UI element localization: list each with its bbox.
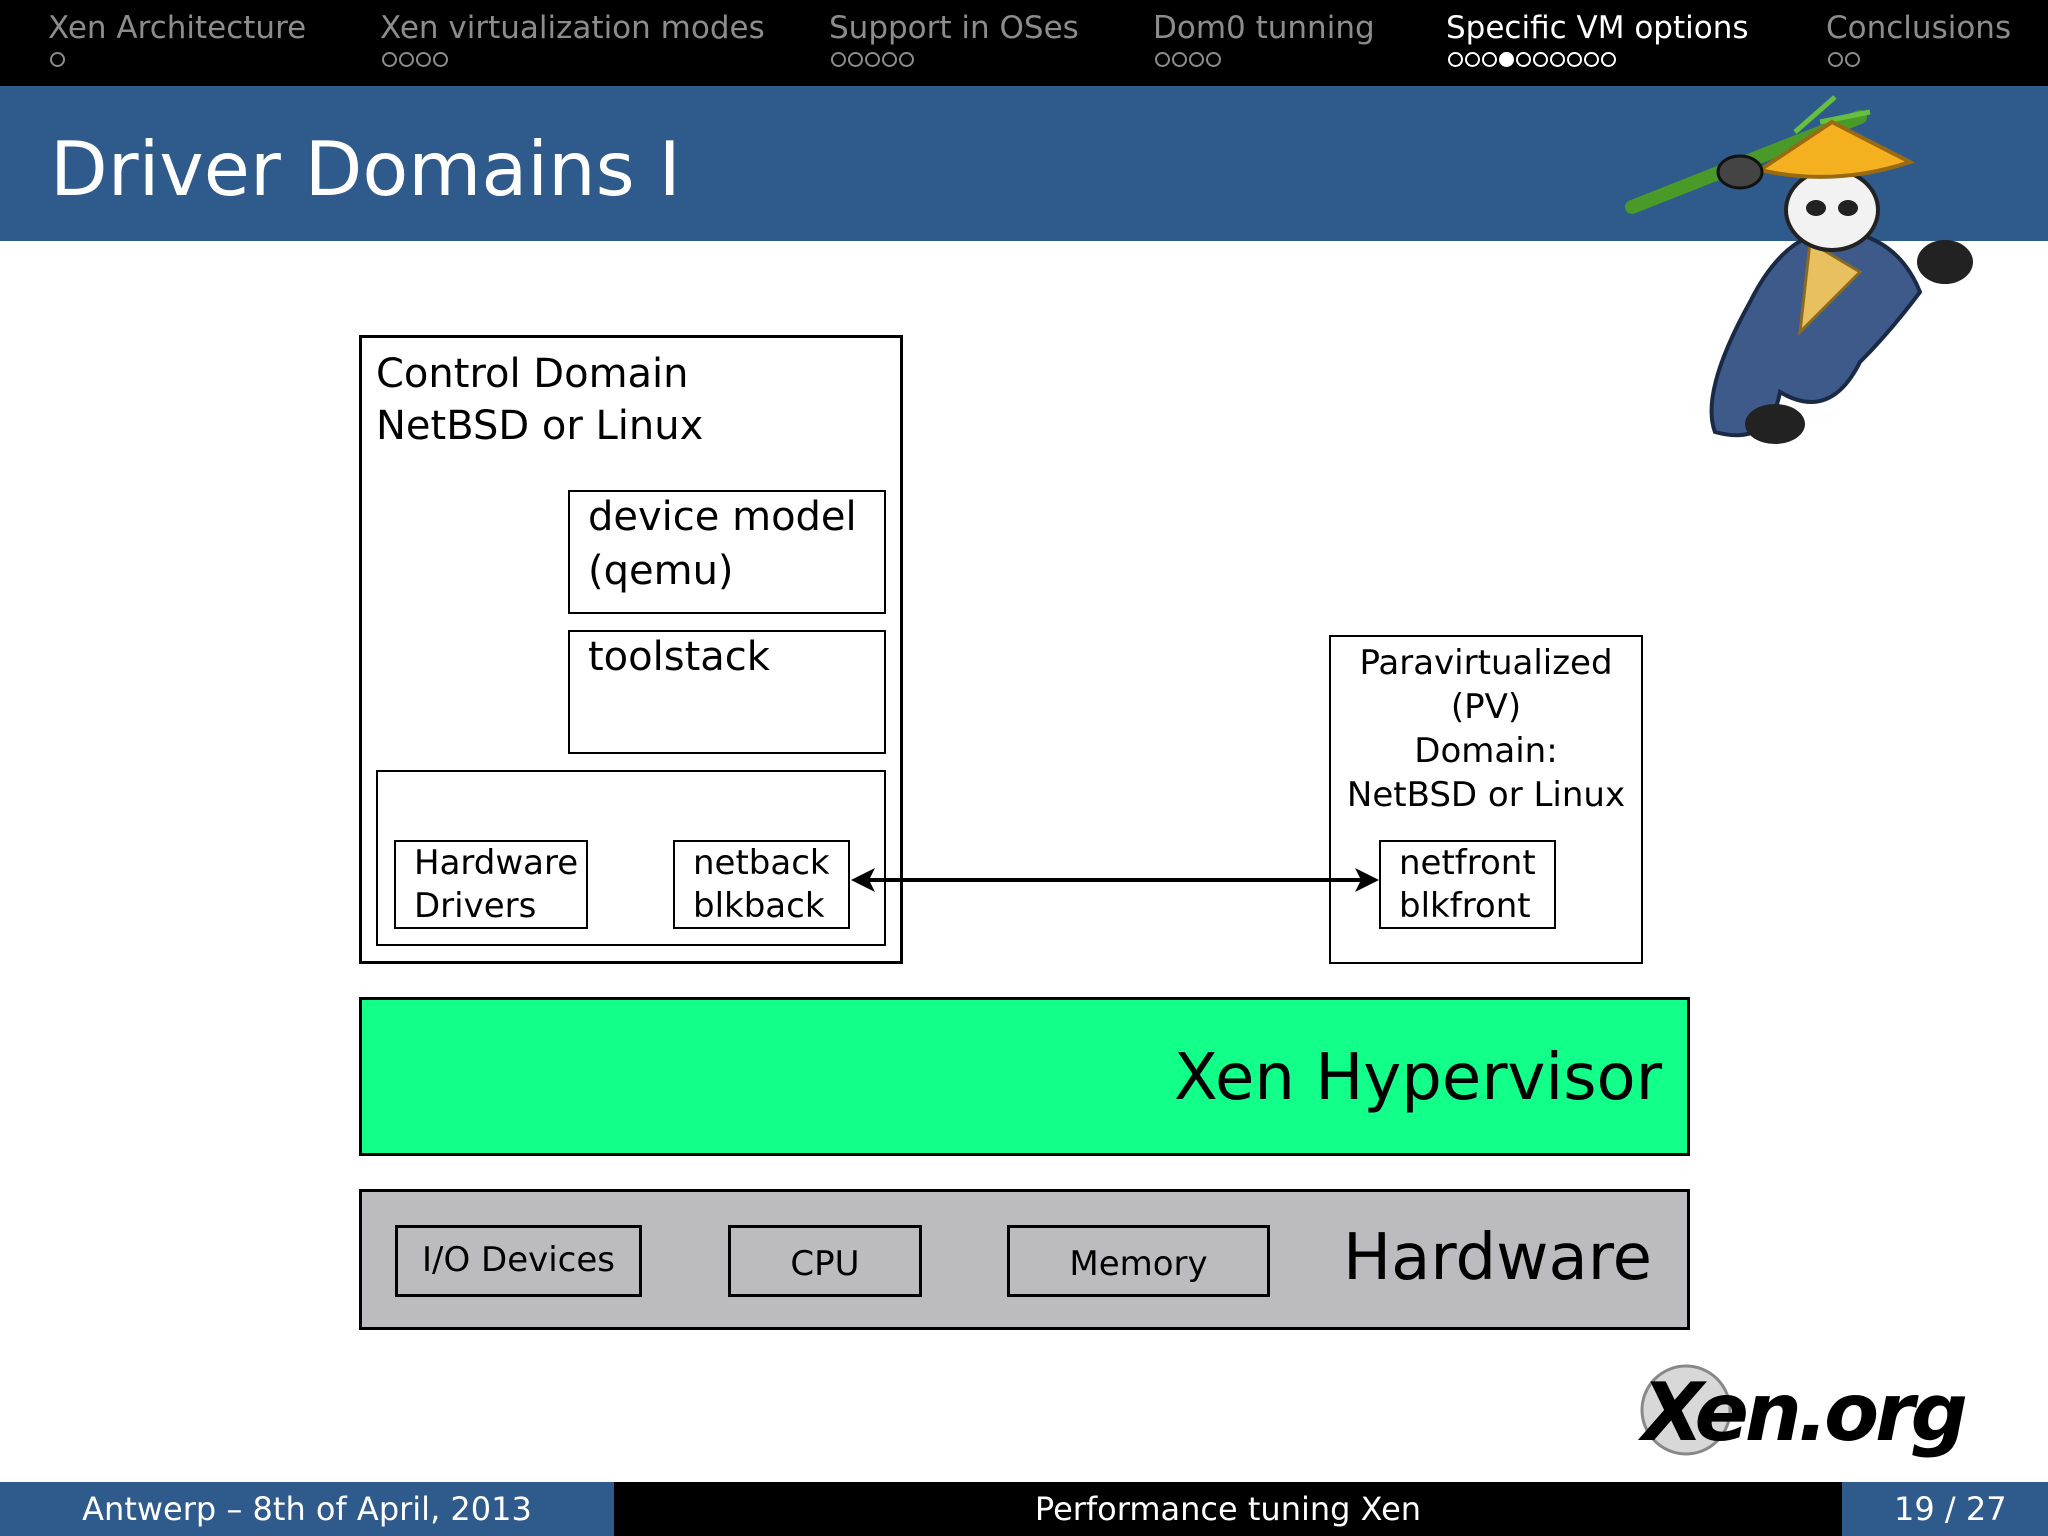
control-domain-os: NetBSD or Linux <box>376 403 704 449</box>
xen-org-logo: Xen.org <box>1630 1360 2030 1460</box>
cpu-label: CPU <box>790 1244 860 1284</box>
slide-title: Driver Domains I <box>50 125 681 213</box>
slide-dot[interactable] <box>382 52 397 67</box>
title-band: Driver Domains I <box>0 86 2048 241</box>
footer: Antwerp – 8th of April, 2013 Performance… <box>0 1482 2048 1536</box>
hardware-drivers-label: Hardware <box>414 843 579 883</box>
nav-section-title: Xen Architecture <box>48 10 307 46</box>
memory-label: Memory <box>1069 1244 1208 1284</box>
control-domain-title: Control Domain <box>376 351 689 397</box>
hardware-drivers-box: Hardware Drivers <box>394 840 588 929</box>
current-slide-dot[interactable] <box>1499 52 1514 67</box>
slide-dot[interactable] <box>1567 52 1582 67</box>
nav-progress-dots <box>50 52 67 67</box>
slide-dot[interactable] <box>433 52 448 67</box>
nav-progress-dots <box>382 52 450 67</box>
slide-dot[interactable] <box>416 52 431 67</box>
slide-dot[interactable] <box>899 52 914 67</box>
toolstack-label: toolstack <box>588 634 770 680</box>
nav-section-title: Dom0 tunning <box>1153 10 1375 46</box>
device-model-label: device model <box>588 494 857 540</box>
toolstack-box: toolstack <box>568 630 886 754</box>
pv-domain-word: Domain: <box>1414 731 1558 771</box>
cpu-box: CPU <box>728 1225 922 1297</box>
slide-dot[interactable] <box>1172 52 1187 67</box>
blkfront-label: blkfront <box>1399 886 1531 926</box>
slide-dot[interactable] <box>1516 52 1531 67</box>
xen-hypervisor-bar: Xen Hypervisor <box>359 997 1690 1156</box>
slide-dot[interactable] <box>1482 52 1497 67</box>
nav-progress-dots <box>1828 52 1862 67</box>
hardware-drivers-sublabel: Drivers <box>414 886 537 926</box>
slide-dot[interactable] <box>1155 52 1170 67</box>
netback-label: netback <box>693 843 830 883</box>
nav-section-title: Specific VM options <box>1446 10 1749 46</box>
pv-domain-title: Paravirtualized <box>1359 643 1613 683</box>
nav-progress-dots <box>831 52 916 67</box>
slide-dot[interactable] <box>1845 52 1860 67</box>
device-model-sublabel: (qemu) <box>588 548 734 594</box>
nav-progress-dots <box>1448 52 1618 67</box>
hardware-label: Hardware <box>1343 1221 1652 1295</box>
backend-drivers-box: netback blkback <box>673 840 850 929</box>
slide-dot[interactable] <box>1828 52 1843 67</box>
nav-progress-dots <box>1155 52 1223 67</box>
footer-talk-title: Performance tuning Xen <box>614 1482 1842 1536</box>
slide-dot[interactable] <box>1465 52 1480 67</box>
nav-section-title: Xen virtualization modes <box>380 10 765 46</box>
pv-domain-os: NetBSD or Linux <box>1346 775 1626 815</box>
slide-dot[interactable] <box>1533 52 1548 67</box>
footer-page-number: 19 / 27 <box>1842 1482 2048 1536</box>
xen-org-logo-text: Xen.org <box>1637 1366 1966 1459</box>
blkback-label: blkback <box>693 886 825 926</box>
hypervisor-label: Xen Hypervisor <box>1173 1041 1662 1115</box>
nav-section-title: Conclusions <box>1826 10 2012 46</box>
pv-domain-abbrev: (PV) <box>1450 687 1522 727</box>
slide-dot[interactable] <box>50 52 65 67</box>
nav-section-title: Support in OSes <box>829 10 1079 46</box>
slide-dot[interactable] <box>1448 52 1463 67</box>
slide-dot[interactable] <box>399 52 414 67</box>
slide-dot[interactable] <box>882 52 897 67</box>
slide-dot[interactable] <box>848 52 863 67</box>
slide-dot[interactable] <box>865 52 880 67</box>
device-model-box: device model (qemu) <box>568 490 886 614</box>
xen-panda-mascot-icon <box>1620 92 2000 454</box>
section-navigation: Xen Architecture Xen virtualization mode… <box>0 0 2048 86</box>
slide-dot[interactable] <box>1584 52 1599 67</box>
netfront-label: netfront <box>1399 843 1536 883</box>
split-driver-arrow <box>851 868 1379 892</box>
hardware-bar: I/O Devices CPU Memory Hardware <box>359 1189 1690 1330</box>
frontend-drivers-box: netfront blkfront <box>1379 840 1556 929</box>
slide-dot[interactable] <box>1601 52 1616 67</box>
io-devices-box: I/O Devices <box>395 1225 642 1297</box>
memory-box: Memory <box>1007 1225 1270 1297</box>
slide-dot[interactable] <box>1550 52 1565 67</box>
io-devices-label: I/O Devices <box>421 1240 616 1280</box>
slide-dot[interactable] <box>1189 52 1204 67</box>
slide-dot[interactable] <box>831 52 846 67</box>
slide-dot[interactable] <box>1206 52 1221 67</box>
footer-event: Antwerp – 8th of April, 2013 <box>0 1482 614 1536</box>
